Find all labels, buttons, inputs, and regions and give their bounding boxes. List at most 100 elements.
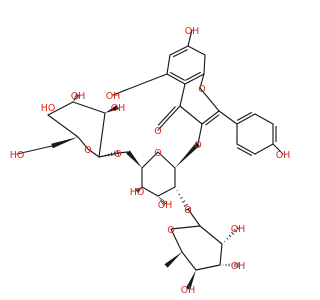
bond bbox=[187, 29, 193, 47]
bond bbox=[166, 73, 186, 85]
bond bbox=[98, 112, 106, 158]
atom-label-o-link-2: O bbox=[184, 205, 191, 216]
bond-layer bbox=[16, 29, 284, 290]
bond bbox=[16, 145, 53, 155]
hash-bond bbox=[137, 188, 141, 192]
atom-label-layer: OH OH O O O OH O O O HO HO OH OH HO OH O… bbox=[10, 26, 291, 296]
hash-bond bbox=[73, 98, 76, 101]
hash-bond bbox=[224, 240, 226, 242]
wedge-bond bbox=[164, 252, 182, 268]
atom-label-oh-7: OH bbox=[185, 26, 200, 37]
bond bbox=[199, 87, 220, 112]
bond bbox=[199, 73, 205, 89]
atom-label-oh-5: OH bbox=[106, 91, 121, 102]
chemical-structure-diagram: OH OH O O O OH O O O HO HO OH OH HO OH O… bbox=[10, 26, 291, 296]
atom-label-o-galactose-ring: O bbox=[84, 145, 91, 156]
hash-bond bbox=[162, 201, 168, 207]
bond bbox=[195, 264, 221, 271]
bond bbox=[187, 208, 201, 227]
atom-label-ho-gal-4: HO bbox=[130, 187, 145, 198]
bond bbox=[254, 143, 274, 155]
hash-bond bbox=[235, 225, 241, 231]
bond bbox=[47, 114, 79, 138]
hash-bond bbox=[75, 93, 81, 97]
wedge-bond bbox=[185, 270, 196, 290]
bond bbox=[236, 113, 256, 125]
bond bbox=[219, 243, 223, 266]
bond bbox=[117, 151, 129, 154]
double-bond bbox=[157, 106, 176, 126]
bond bbox=[236, 143, 256, 155]
double-bond bbox=[205, 114, 220, 126]
atom-label-o-ring-c: O bbox=[198, 84, 205, 95]
atom-label-oh-glc-3: OH bbox=[71, 91, 86, 102]
bond bbox=[169, 45, 189, 56]
bond bbox=[197, 123, 203, 145]
bond bbox=[72, 101, 106, 114]
bond bbox=[87, 148, 100, 158]
double-bond bbox=[237, 147, 252, 156]
hash-bond bbox=[231, 231, 235, 235]
hash-bond bbox=[159, 197, 162, 200]
atom-label-oh-gal-3: OH bbox=[158, 200, 173, 211]
bond bbox=[157, 151, 176, 169]
bond bbox=[184, 73, 205, 85]
atom-label-o-keto: O bbox=[154, 126, 161, 137]
bond bbox=[157, 105, 181, 131]
bond bbox=[112, 73, 168, 96]
hash-bond bbox=[233, 228, 238, 233]
bond bbox=[166, 54, 171, 75]
atom-label-o-rhamnose-ring: O bbox=[167, 225, 174, 236]
hash-bond bbox=[228, 234, 232, 238]
atom-label-o-glycoside-3: O bbox=[194, 140, 201, 151]
bond bbox=[170, 225, 201, 230]
hash-bond bbox=[107, 153, 110, 157]
hash-bond bbox=[140, 187, 142, 189]
atom-label-oh-rha-4: OH bbox=[181, 285, 196, 296]
hash-bond bbox=[183, 203, 188, 207]
bond bbox=[157, 186, 176, 197]
bond bbox=[47, 101, 74, 116]
bond bbox=[179, 83, 186, 107]
hash-bond bbox=[139, 187, 142, 190]
double-bond bbox=[237, 112, 252, 121]
hash-bond bbox=[180, 196, 183, 200]
hash-bond bbox=[181, 200, 186, 203]
hash-bond bbox=[161, 199, 165, 203]
hash-bond bbox=[158, 196, 160, 198]
hash-bond bbox=[160, 198, 163, 202]
atom-label-oh-phenol: OH bbox=[276, 150, 291, 161]
double-bond bbox=[170, 72, 185, 81]
atom-label-oh-rha-3: OH bbox=[231, 261, 246, 272]
atom-label-o-link-6: O bbox=[114, 149, 121, 160]
wedge-bond bbox=[126, 150, 142, 168]
hash-bond bbox=[135, 188, 139, 194]
hash-bond bbox=[75, 94, 80, 98]
bond bbox=[77, 136, 89, 150]
hash-bond bbox=[110, 152, 113, 157]
atom-label-oh-glc-2: OH bbox=[111, 103, 126, 114]
bond bbox=[170, 228, 183, 253]
double-bond bbox=[185, 71, 201, 81]
bond bbox=[272, 143, 284, 155]
hash-bond bbox=[73, 100, 75, 102]
hash-bond bbox=[178, 193, 181, 196]
hash-bond bbox=[113, 151, 116, 156]
bond bbox=[187, 45, 206, 56]
hash-bond bbox=[117, 150, 119, 156]
bond bbox=[141, 186, 159, 197]
bond bbox=[201, 110, 220, 125]
hash-bond bbox=[74, 95, 79, 99]
hash-bond bbox=[74, 97, 77, 100]
bond bbox=[254, 113, 274, 125]
atom-label-o-glucose-ring: O bbox=[154, 148, 161, 159]
bond bbox=[141, 151, 159, 169]
hash-bond bbox=[226, 237, 229, 240]
bond bbox=[179, 105, 203, 125]
atom-label-oh-rha-2: OH bbox=[231, 224, 246, 235]
hash-bond bbox=[161, 200, 166, 205]
bond bbox=[199, 225, 223, 245]
bond bbox=[218, 110, 238, 125]
wedge-bond bbox=[175, 142, 200, 168]
bond bbox=[181, 251, 197, 271]
